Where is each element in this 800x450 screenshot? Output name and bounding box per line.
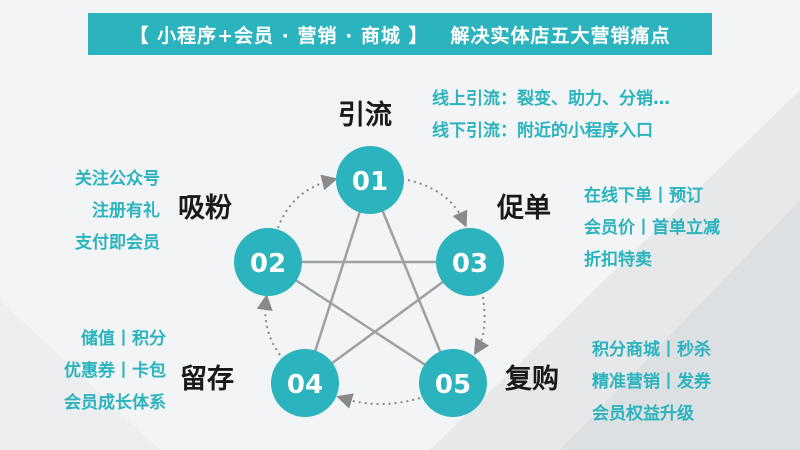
node-04-label: 04 (287, 370, 323, 400)
detail-line: 优惠券丨卡包 (64, 361, 166, 381)
detail-line: 储值丨积分 (81, 329, 166, 349)
detail-line: 折扣特卖 (584, 250, 652, 270)
node-01-label: 01 (352, 167, 388, 197)
star-line-01-05 (368, 179, 455, 384)
detail-line: 线上引流：裂变、助力、分销… (432, 89, 670, 109)
star-line-01-04 (303, 179, 372, 384)
detail-line: 线下引流：附近的小程序入口 (432, 121, 653, 141)
stage-label-fugou: 复购 (505, 364, 559, 395)
star-line-03-04 (304, 260, 471, 385)
node-02-label: 02 (250, 249, 286, 279)
detail-line: 会员权益升级 (592, 404, 694, 424)
stage-label-cudan: 促单 (497, 193, 551, 224)
node-01: 01 (336, 146, 404, 214)
details-xifen: 关注公众号 注册有礼 支付即会员 (20, 163, 160, 259)
detail-line: 会员价丨首单立减 (584, 218, 720, 238)
detail-line: 支付即会员 (75, 233, 160, 253)
stage-label-liucun: 留存 (180, 364, 234, 395)
details-liucun: 储值丨积分 优惠券丨卡包 会员成长体系 (10, 323, 166, 419)
detail-line: 积分商城丨秒杀 (592, 340, 711, 360)
star-line-02-05 (267, 260, 454, 385)
banner-right-text: 解决实体店五大营销痛点 (450, 24, 671, 47)
details-cudan: 在线下单丨预订 会员价丨首单立减 折扣特卖 (584, 180, 720, 276)
arc-01-03 (407, 179, 468, 228)
stage-label-yinliu: 引流 (338, 100, 392, 131)
node-04: 04 (271, 349, 339, 417)
details-fugou: 积分商城丨秒杀 精准营销丨发券 会员权益升级 (592, 334, 711, 430)
detail-line: 关注公众号 (75, 169, 160, 189)
node-03-label: 03 (452, 249, 488, 279)
cycle-arcs (256, 174, 490, 409)
arc-02-01 (277, 174, 338, 229)
detail-line: 注册有礼 (92, 201, 160, 221)
stage-label-xifen: 吸粉 (178, 193, 232, 224)
node-02: 02 (234, 228, 302, 296)
detail-line: 在线下单丨预订 (584, 186, 703, 206)
node-03: 03 (436, 228, 504, 296)
details-yinliu: 线上引流：裂变、助力、分销… 线下引流：附近的小程序入口 (432, 83, 670, 147)
node-05: 05 (419, 349, 487, 417)
arc-04-02 (256, 294, 281, 356)
node-05-label: 05 (435, 370, 471, 400)
detail-line: 精准营销丨发券 (592, 372, 711, 392)
banner-title: 【 小程序+会员 · 营销 · 商城 】 解决实体店五大营销痛点 (88, 13, 712, 55)
detail-line: 会员成长体系 (64, 393, 166, 413)
arc-03-05 (473, 296, 490, 356)
arc-05-04 (336, 393, 421, 409)
banner-left-text: 【 小程序+会员 · 营销 · 商城 】 (129, 24, 429, 47)
